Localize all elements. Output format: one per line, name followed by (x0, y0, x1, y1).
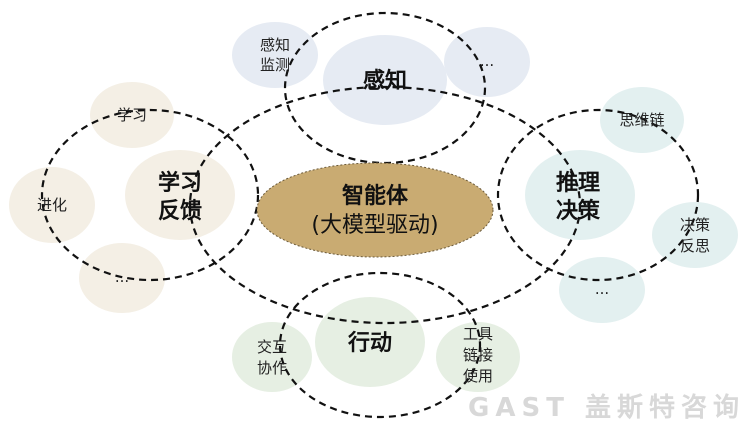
label: 思维链 (619, 111, 664, 129)
node-reasoning-more (559, 257, 645, 323)
node-perception-monitor (232, 22, 318, 88)
node-learn (90, 82, 174, 148)
center-node (256, 162, 494, 258)
label: ... (115, 268, 129, 286)
node-learning-feedback (125, 150, 235, 240)
label: 学习 (158, 170, 202, 196)
label: 工具 (463, 325, 493, 343)
watermark: GAST 盖斯特咨询 (468, 392, 745, 421)
reasoning-ring (496, 108, 700, 282)
node-collaboration (232, 322, 312, 392)
label: 推理 (556, 171, 600, 196)
learning-ring (40, 108, 260, 282)
outer-ring (188, 85, 582, 325)
label: ... (595, 280, 609, 298)
node-chain-of-thought (600, 87, 684, 153)
label: 反思 (680, 237, 710, 255)
label: 交互 (257, 338, 287, 356)
label: 决策 (680, 216, 710, 234)
center-title: 智能体 (342, 183, 409, 209)
label: 链接 (463, 346, 493, 364)
node-perception-more (444, 27, 530, 97)
label: 协作 (257, 359, 287, 377)
label: 决策 (556, 198, 601, 224)
label: 感知 (363, 68, 407, 94)
label: 使用 (463, 367, 493, 385)
label: 行动 (347, 330, 392, 356)
label: 反馈 (158, 198, 202, 224)
node-perception (323, 35, 447, 125)
action-ring (278, 271, 482, 419)
node-evolve (9, 167, 95, 243)
label: ... (480, 52, 494, 70)
label: 进化 (37, 196, 67, 214)
label: 学习 (117, 106, 147, 124)
label: 监测 (260, 56, 290, 74)
label: 感知 (260, 36, 290, 54)
center-subtitle: (大模型驱动) (311, 213, 438, 238)
